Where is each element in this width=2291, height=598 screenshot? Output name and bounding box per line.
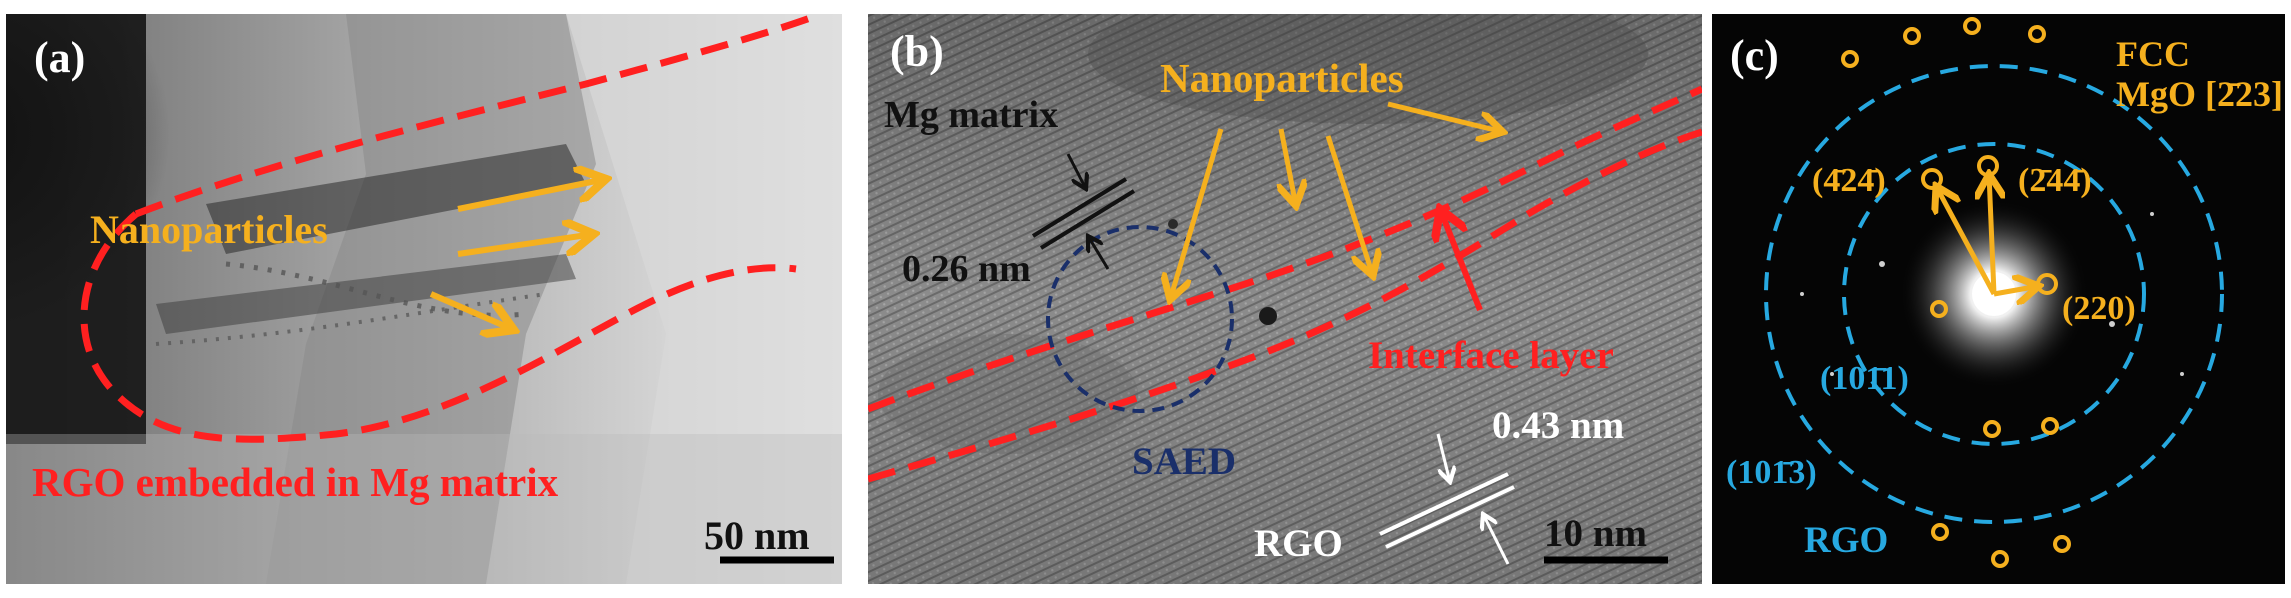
nanoparticle-arrow (457, 179, 606, 212)
panel-a-graphics (6, 14, 842, 584)
diffraction-spot (1930, 300, 1948, 318)
interface-arrow (1440, 209, 1483, 312)
nanoparticle-arrow (1281, 128, 1296, 206)
interface-layer-label: Interface layer (1368, 334, 1614, 377)
nanoparticle-arrow (429, 291, 514, 330)
mg-lattice-line (1039, 189, 1136, 250)
rgo-spacing-arrow (1483, 514, 1510, 565)
saed-label: SAED (1132, 440, 1237, 483)
spot-220-label: (220) (2062, 290, 2136, 327)
panel-a-tem-image: (a) Nanoparticles RGO embedded in Mg mat… (6, 14, 842, 584)
mg-spacing-arrow (1088, 236, 1110, 270)
fcc-label: FCC (2116, 34, 2190, 74)
panel-c-diffraction-pattern: (c) FCC MgO [2̄23] (4̄24̄) (2̄44̄) (220)… (1712, 14, 2285, 584)
diffraction-spot (2053, 535, 2071, 553)
interface-boundary-line (868, 128, 1702, 483)
rgo-boundary-line (80, 211, 797, 443)
rgo-spacing-arrow (1436, 433, 1450, 482)
panel-label: (c) (1730, 31, 1779, 80)
rgo-lattice-line (1379, 472, 1509, 536)
rgo-label: RGO (1804, 520, 1889, 561)
panel-label: (b) (890, 27, 944, 76)
rgo-diffraction-ring (1764, 64, 2224, 524)
mgo-diffraction-spots (1841, 17, 2071, 568)
index-arrow (1989, 174, 1994, 295)
scale-bar-label: 10 nm (1544, 512, 1647, 555)
diffraction-spot (1931, 523, 1949, 541)
ring-1013-label: (101̄3) (1726, 454, 1817, 491)
rgo-boundary-line (134, 14, 818, 218)
panel-b-graphics (868, 14, 1702, 584)
panel-b-hrtem-image: (b) Nanoparticles Mg matrix 0.26 nm Inte… (868, 14, 1702, 584)
mg-spacing-arrow (1066, 153, 1086, 189)
scale-bar-label: 50 nm (704, 513, 810, 558)
panel-label: (a) (34, 33, 86, 82)
mg-spacing-label: 0.26 nm (902, 248, 1031, 290)
nanoparticle-arrow (1170, 128, 1224, 300)
index-arrow (1936, 186, 1997, 296)
diffraction-spot (1991, 550, 2009, 568)
diffraction-spot (2028, 25, 2046, 43)
faint-spots (1800, 212, 2184, 376)
spot-244-label: (2̄44̄) (2018, 162, 2092, 199)
diffraction-spot (2041, 417, 2059, 435)
diffraction-spot (1983, 420, 2001, 438)
nanoparticles-label: Nanoparticles (1160, 55, 1404, 101)
nanoparticle-arrow (457, 234, 594, 257)
rgo-spacing-label: 0.43 nm (1492, 404, 1625, 447)
diffraction-spot (1963, 17, 1981, 35)
index-arrow (1993, 286, 2039, 294)
diffraction-spot (1841, 50, 1859, 68)
interface-boundary-line (868, 85, 1702, 413)
mg-matrix-label: Mg matrix (884, 94, 1059, 136)
spot-424-label: (4̄24̄) (1812, 162, 1886, 199)
nanoparticle-arrow (1325, 135, 1373, 276)
mg-lattice-line (1031, 177, 1128, 238)
nanoparticles-label: Nanoparticles (90, 207, 328, 252)
panel-c-graphics (1712, 14, 2285, 584)
rgo-diffraction-ring (1842, 142, 2146, 446)
rgo-label: RGO (1254, 522, 1343, 565)
diffraction-spot (1903, 27, 1921, 45)
nanoparticle-arrow (1387, 101, 1503, 132)
ring-1011-label: (101̄1) (1820, 360, 1909, 397)
rgo-lattice-line (1385, 485, 1515, 549)
rgo-caption: RGO embedded in Mg matrix (32, 459, 559, 505)
zone-axis-label: MgO [2̄23] (2116, 74, 2283, 114)
saed-aperture-circle (1046, 225, 1234, 413)
